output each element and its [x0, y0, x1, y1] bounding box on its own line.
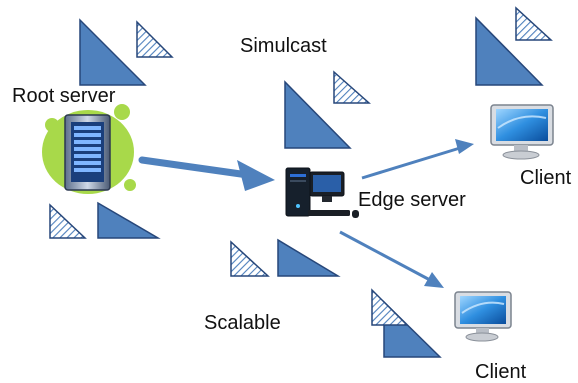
- desktop-computer-icon: [285, 167, 359, 218]
- arrow-icon: [339, 230, 444, 288]
- hatched-triangle-icon: [333, 70, 371, 104]
- server-rack-icon: [42, 104, 136, 194]
- simulcast-label: Simulcast: [240, 35, 327, 57]
- arrow-icon: [361, 139, 474, 180]
- hatched-triangle-icon: [230, 240, 270, 277]
- hatched-triangle-icon: [136, 20, 174, 58]
- blue-triangle-icon: [475, 16, 544, 86]
- hatched-triangle-icon: [515, 6, 553, 41]
- client-label-bottom: Client: [475, 361, 527, 383]
- scalable-label: Scalable: [204, 312, 281, 334]
- blue-triangle-icon: [284, 80, 352, 149]
- blue-triangle-icon: [79, 18, 147, 86]
- hatched-triangle-icon: [49, 203, 87, 239]
- root-server-label: Root server: [12, 85, 116, 107]
- arrow-icon: [138, 156, 275, 191]
- blue-triangle-icon: [97, 201, 161, 239]
- hatched-triangle-icon: [371, 288, 409, 326]
- edge-server-label: Edge server: [358, 189, 466, 211]
- client-label-top: Client: [520, 167, 572, 189]
- blue-triangle-icon: [277, 238, 341, 277]
- monitor-icon: [490, 104, 554, 160]
- monitor-icon: [454, 291, 512, 342]
